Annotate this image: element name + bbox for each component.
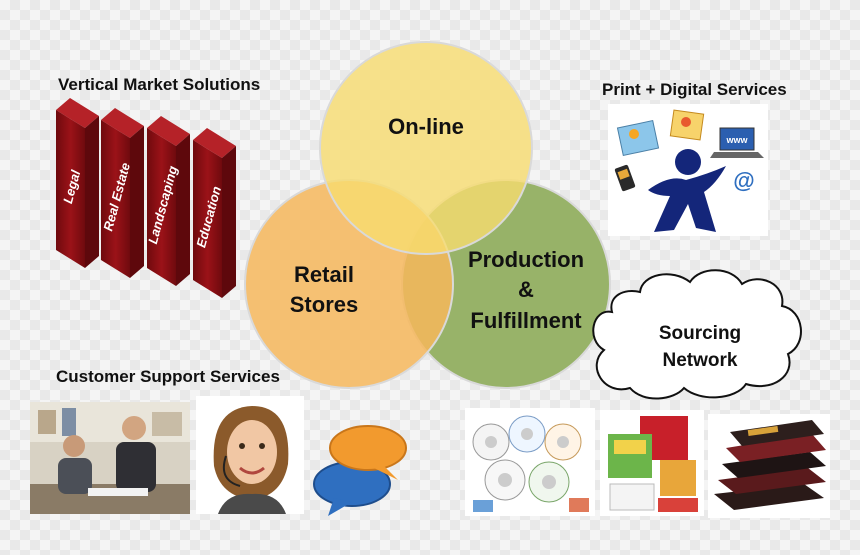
sourcing-network-text: Sourcing Network: [600, 320, 800, 374]
photo-card-icon: [616, 119, 660, 157]
at-sign-icon: @: [733, 168, 754, 193]
laptop-www-label: www: [725, 135, 748, 145]
venn-label-retail-2: Stores: [290, 292, 358, 317]
speech-bubbles-icon: [308, 416, 410, 520]
person-right-head: [122, 416, 146, 440]
mobile-phone-icon: [614, 164, 636, 192]
sourcing-line-2: Network: [662, 350, 738, 371]
block-legal: Legal: [56, 98, 99, 268]
block-landscaping: Landscaping: [145, 116, 190, 286]
laptop-icon: www: [710, 127, 764, 158]
venn-label-production-1: Production: [468, 247, 584, 272]
venn-label-production-2: &: [518, 277, 534, 302]
product-boxes-photo: [600, 410, 704, 516]
venn-label-online: On-line: [388, 114, 464, 139]
person-figure-icon: [648, 149, 726, 232]
label-rolls-photo: [465, 408, 595, 516]
person-left-head: [63, 435, 85, 457]
support-agent-photo: [196, 396, 304, 514]
photo-stamp-icon: [669, 109, 705, 141]
books-stack-photo: [708, 414, 830, 518]
block-education: Education: [193, 128, 236, 298]
venn-label-retail-1: Retail: [294, 262, 354, 287]
customer-support-title: Customer Support Services: [56, 367, 280, 386]
office-meeting-photo: [30, 402, 190, 514]
block-real-estate: Real Estate: [100, 108, 144, 278]
print-digital-title: Print + Digital Services: [602, 80, 787, 99]
sourcing-line-1: Sourcing: [658, 323, 742, 344]
agent-face: [227, 420, 277, 484]
venn-label-production-3: Fulfillment: [470, 308, 582, 333]
print-digital-illustration: www @: [608, 104, 768, 236]
vertical-market-title: Vertical Market Solutions: [58, 75, 261, 94]
venn-circle-online: [319, 41, 533, 255]
